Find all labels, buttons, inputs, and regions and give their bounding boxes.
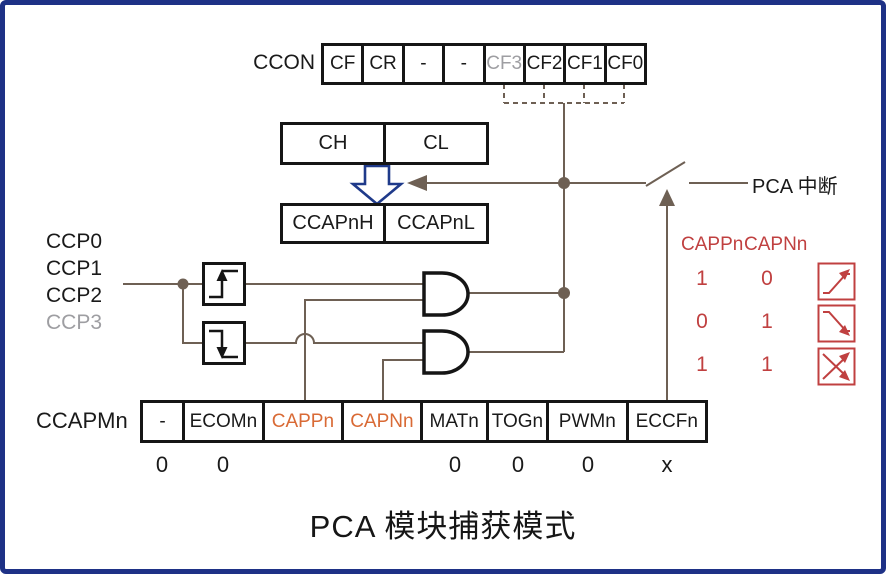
reset-value-matn: 0 (448, 452, 462, 477)
ccon-bit-cf2: CF2 (522, 46, 563, 82)
ccapnl-cell: CCAPnL (383, 206, 486, 241)
reset-value-eccfn: x (661, 452, 673, 477)
cl-cell: CL (383, 125, 486, 162)
mode-table-col1-header: CAPPn (681, 234, 744, 255)
ccon-flag-connector (503, 84, 625, 104)
capture-transfer-arrow-icon (349, 164, 405, 206)
diagram-title: PCA 模块捕获模式 (309, 509, 577, 544)
ccon-bit-reserved-2: - (442, 46, 482, 82)
rising-edge-detector-icon (202, 262, 246, 306)
ccon-bit-cf: CF (330, 53, 356, 74)
capture-signal-wire (426, 103, 748, 353)
ccapmn-register: - ECOMn CAPPn CAPNn MATn TOGn PWMn ECCFn (140, 400, 708, 443)
ch-cell: CH (318, 132, 348, 154)
both-edges-icon (817, 347, 856, 386)
capture-trigger-arrowhead (407, 175, 427, 191)
ccapmn-register-label: CCAPMn (36, 408, 128, 433)
pca-interrupt-label: PCA 中断 (752, 176, 838, 198)
falling-edge-icon (817, 304, 856, 343)
ccapmn-bit-ecomn: ECOMn (182, 403, 261, 440)
chcl-register: CH CL (280, 122, 489, 165)
ccp-input-wires (123, 283, 424, 400)
interrupt-switch-icon (645, 161, 686, 187)
reset-value-pwmn: 0 (581, 452, 595, 477)
ccapmn-bit-pwmn: PWMn (546, 403, 625, 440)
ccon-bit-cf3: CF3 (482, 46, 523, 82)
ccapmn-bit-eccfn: ECCFn (625, 403, 705, 440)
reset-value-ecomn: 0 (216, 452, 230, 477)
ccp0-label: CCP0 (46, 230, 103, 253)
mode-row2-cappn: 0 (696, 310, 708, 333)
ccp-input-labels: CCP0 CCP1 CCP2 CCP3 (46, 228, 102, 336)
reset-value-reserved: 0 (155, 452, 169, 477)
falling-edge-detector-icon (202, 321, 246, 365)
ccon-register-label: CCON (253, 51, 315, 74)
junction-dots (177, 177, 570, 299)
ccp2-label: CCP2 (46, 284, 103, 307)
ccp1-label: CCP1 (46, 257, 103, 280)
ccapmn-bit-matn: MATn (419, 403, 486, 440)
ccon-bit-cr: CR (361, 46, 401, 82)
mode-row1-capnn: 0 (761, 267, 773, 290)
ccapmn-bit-cappn: CAPPn (261, 403, 341, 440)
ccapmn-bit-capnn: CAPNn (341, 403, 420, 440)
mode-row3-cappn: 1 (696, 353, 708, 376)
mode-row2-capnn: 1 (761, 310, 773, 333)
ccon-bit-cf0: CF0 (603, 46, 644, 82)
ccp3-label: CCP3 (46, 311, 103, 334)
and-gate-negative (422, 329, 470, 375)
ccon-bit-cf1: CF1 (563, 46, 603, 82)
and-gate-positive (422, 271, 470, 317)
mode-row3-capnn: 1 (761, 353, 773, 376)
rising-edge-icon (817, 262, 856, 301)
mode-row1-cappn: 1 (696, 267, 708, 290)
capture-register: CCAPnH CCAPnL (280, 203, 489, 244)
mode-table-col2-header: CAPNn (744, 234, 808, 255)
ccon-register: CF CR - - CF3 CF2 CF1 CF0 (321, 43, 647, 85)
ccapnh-cell: CCAPnH (292, 212, 374, 234)
ccapmn-bit-reserved: - (159, 410, 166, 432)
reset-value-togn: 0 (511, 452, 525, 477)
ccon-bit-reserved-1: - (401, 46, 442, 82)
ccapmn-bit-togn: TOGn (485, 403, 546, 440)
eccfn-enable-arrowhead (659, 189, 675, 206)
